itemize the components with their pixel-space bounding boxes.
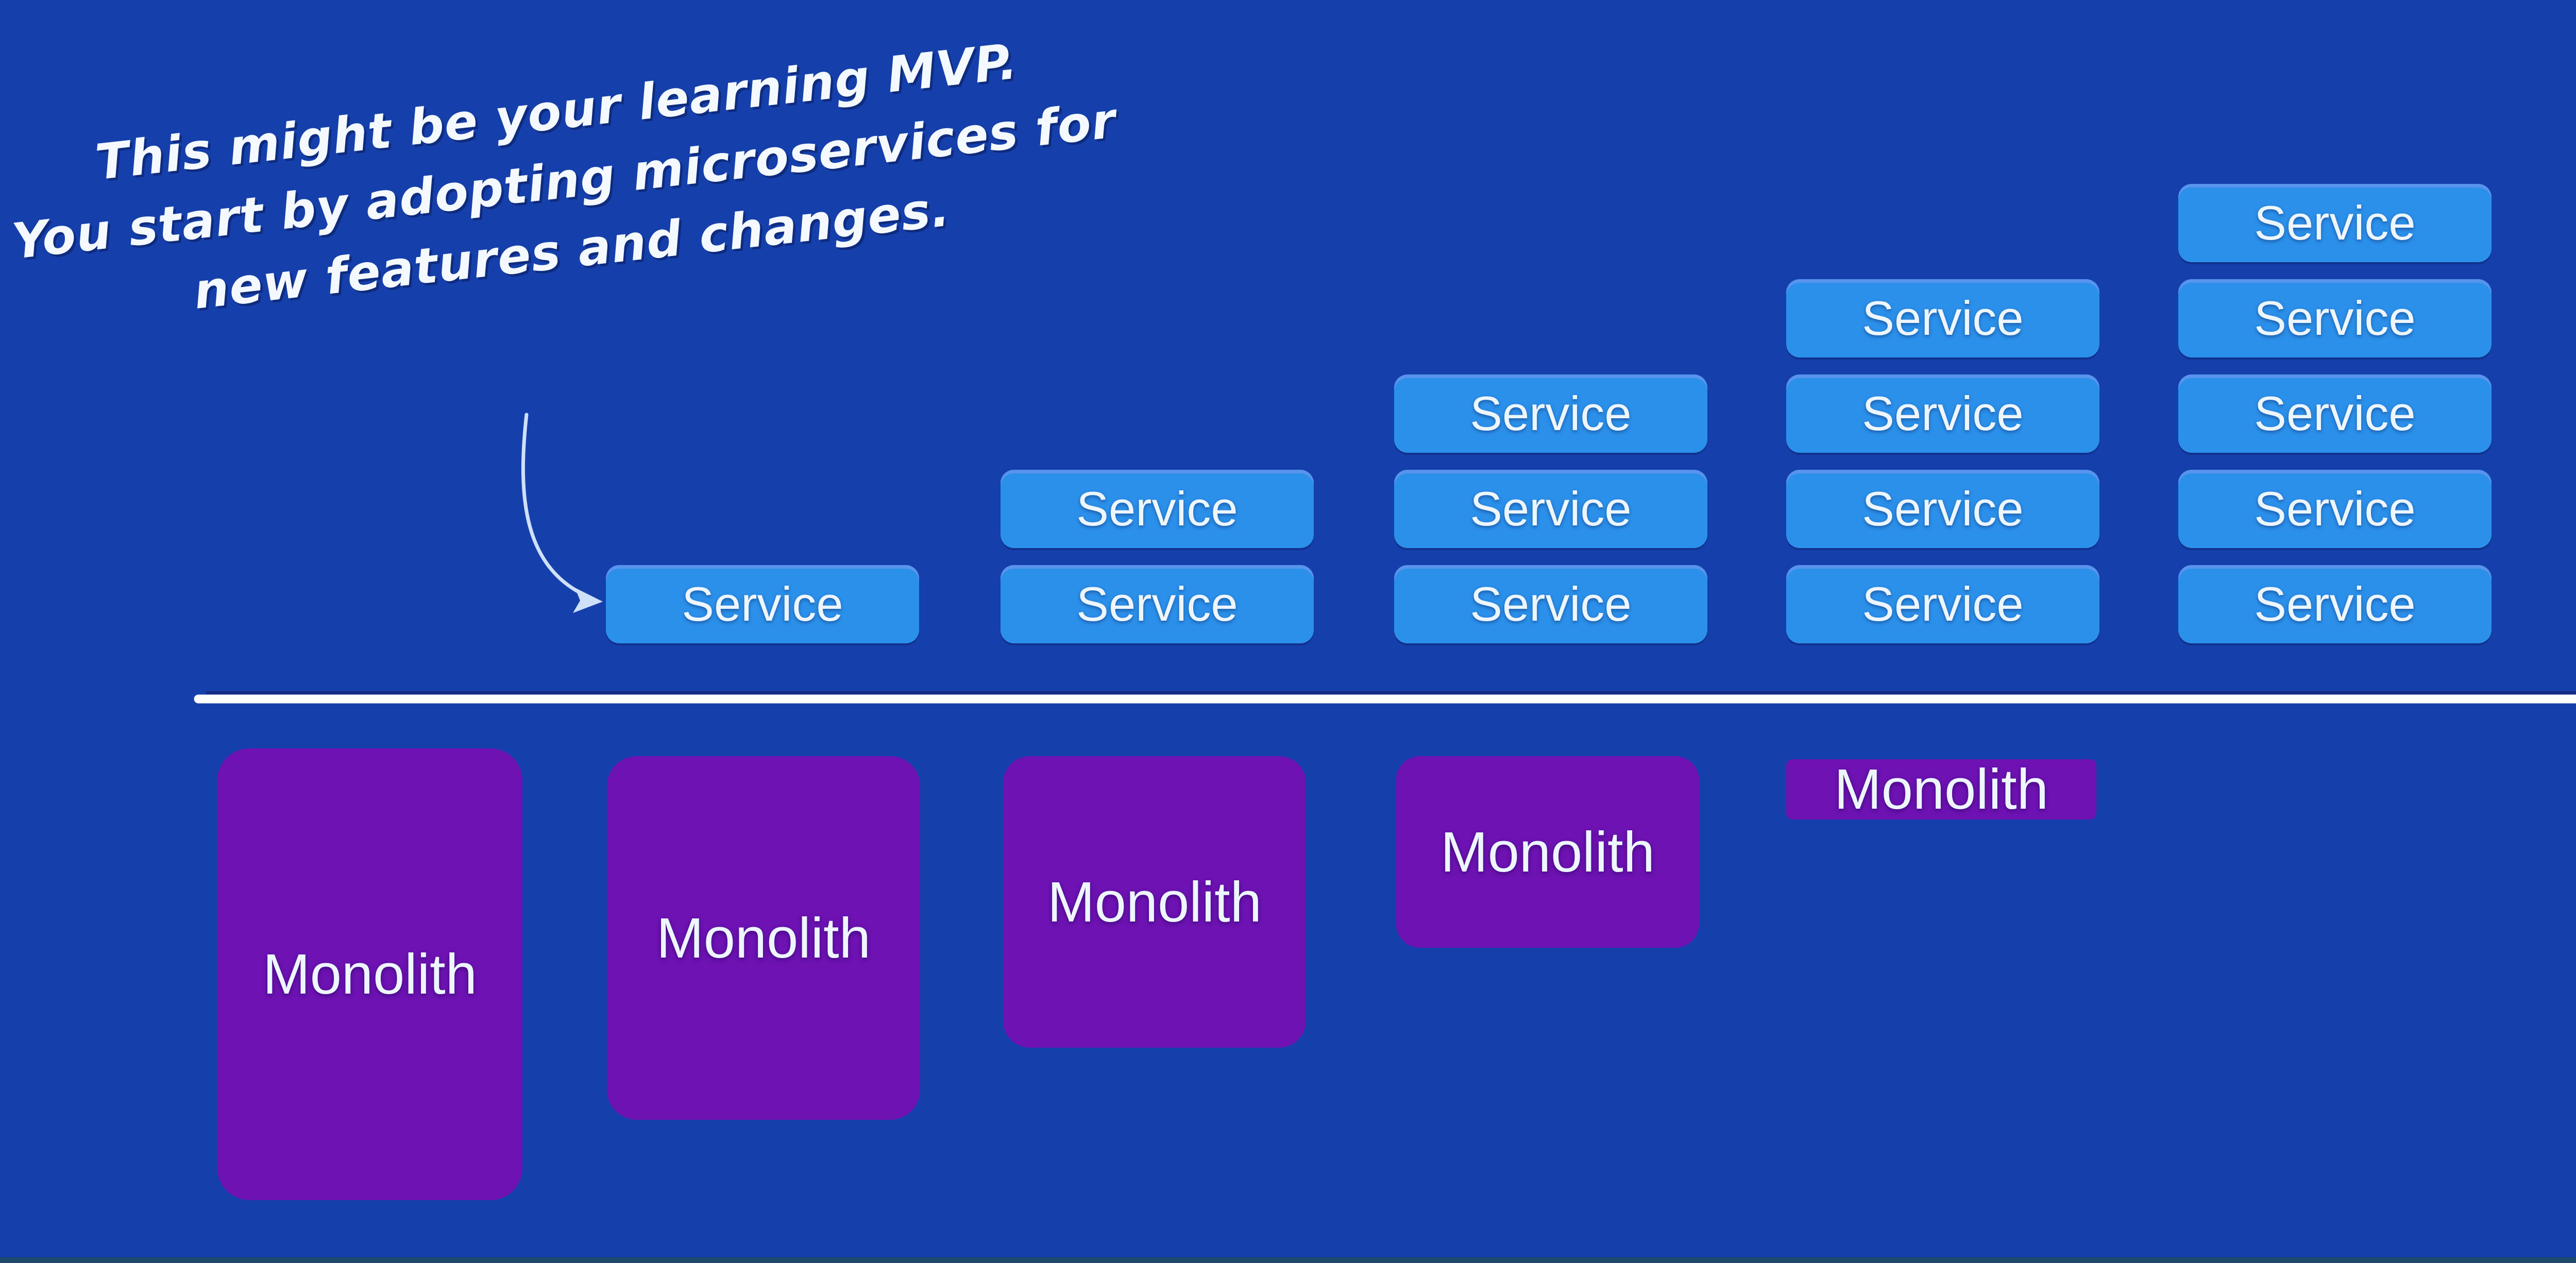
service-label: Service	[1470, 482, 1632, 536]
service-box-stage-5-row-2: Service	[1786, 470, 2099, 548]
annotation-arrow	[521, 413, 594, 600]
service-box-stage-6-row-4: Service	[2178, 279, 2492, 357]
monolith-label: Monolith	[263, 943, 477, 1006]
service-box-stage-6-row-3: Service	[2178, 374, 2492, 453]
monolith-box-stage-1: Monolith	[217, 748, 522, 1200]
service-box-stage-2-row-1: Service	[606, 565, 919, 643]
service-label: Service	[2254, 482, 2416, 536]
service-box-stage-4-row-1: Service	[1394, 565, 1707, 643]
service-label: Service	[2254, 291, 2416, 345]
service-label: Service	[1862, 482, 2024, 536]
monolith-label: Monolith	[1047, 870, 1262, 934]
service-box-stage-5-row-1: Service	[1786, 565, 2099, 643]
service-box-stage-6-row-2: Service	[2178, 470, 2492, 548]
service-label: Service	[1470, 577, 1632, 631]
service-box-stage-5-row-3: Service	[1786, 374, 2099, 453]
monolith-label: Monolith	[1834, 758, 2048, 821]
service-box-stage-3-row-2: Service	[1001, 470, 1314, 548]
monolith-box-stage-4: Monolith	[1396, 756, 1699, 948]
service-label: Service	[1076, 482, 1238, 536]
service-box-stage-4-row-2: Service	[1394, 470, 1707, 548]
monolith-label: Monolith	[1440, 820, 1655, 884]
monolith-box-stage-2: Monolith	[607, 756, 920, 1120]
service-box-stage-4-row-3: Service	[1394, 374, 1707, 453]
service-label: Service	[1862, 577, 2024, 631]
service-label: Service	[1862, 386, 2024, 440]
monolith-box-stage-5: Monolith	[1786, 758, 2096, 821]
monolith-box-stage-3: Monolith	[1003, 756, 1306, 1048]
screen-edge-bottom	[0, 1257, 2576, 1263]
service-label: Service	[1862, 291, 2024, 345]
service-label: Service	[2254, 386, 2416, 440]
service-label: Service	[1470, 386, 1632, 440]
monolith-label: Monolith	[656, 906, 871, 970]
annotation-arrowhead-icon	[573, 588, 603, 613]
service-box-stage-5-row-4: Service	[1786, 279, 2099, 357]
service-label: Service	[1076, 577, 1238, 631]
annotation-text: This might be your learning MVP. You sta…	[0, 16, 1131, 346]
service-box-stage-6-row-5: Service	[2178, 184, 2492, 262]
service-label: Service	[2254, 577, 2416, 631]
service-box-stage-3-row-1: Service	[1001, 565, 1314, 643]
service-box-stage-6-row-1: Service	[2178, 565, 2492, 643]
service-label: Service	[2254, 196, 2416, 250]
service-label: Service	[682, 577, 843, 631]
